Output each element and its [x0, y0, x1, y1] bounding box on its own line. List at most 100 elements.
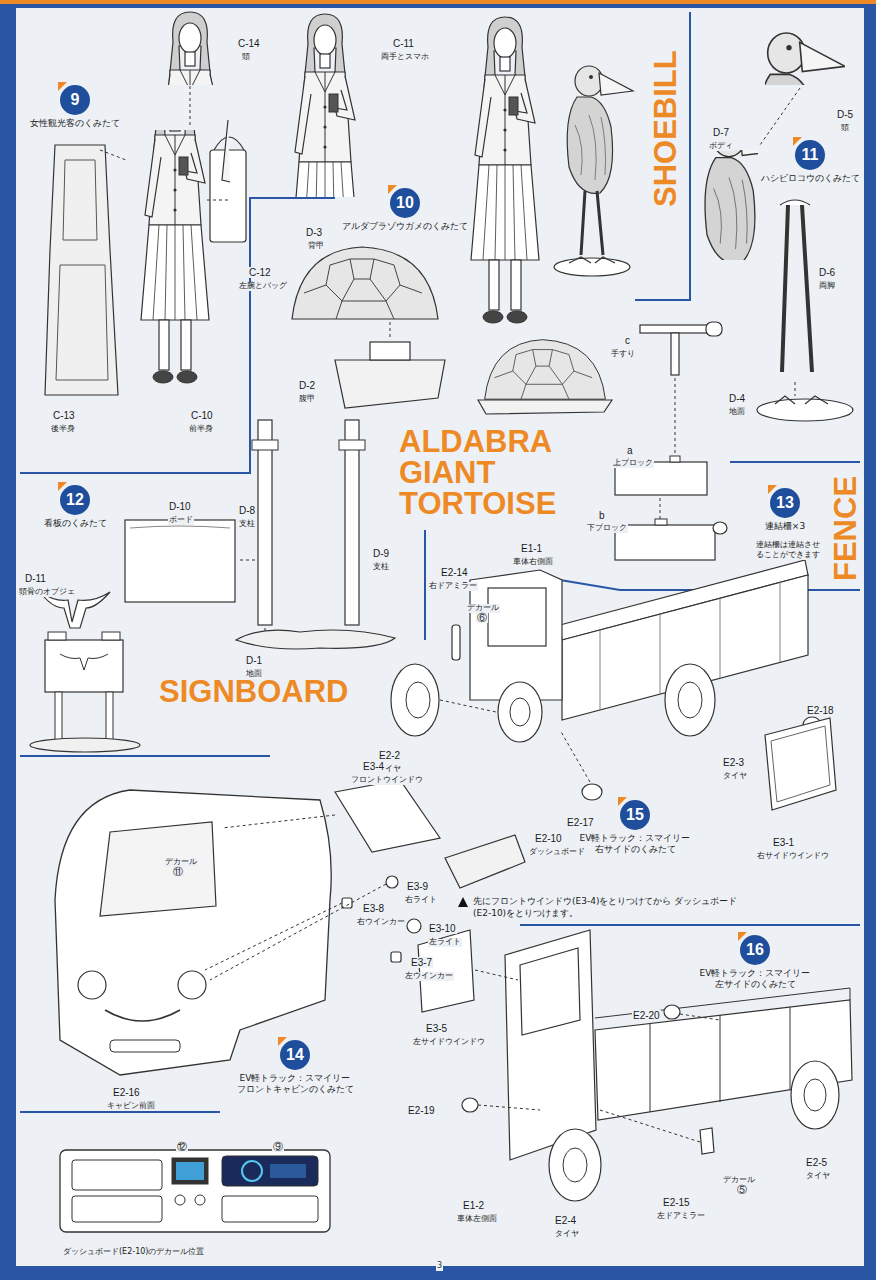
label-holder: E1-2 — [462, 1195, 485, 1213]
label-holder: デカール — [722, 1168, 756, 1186]
part-name: 支柱 — [372, 563, 390, 572]
part-name: キャビン前面 — [106, 1102, 156, 1111]
part-number: E3-8 — [362, 903, 385, 914]
part-name: 頭 — [241, 53, 251, 62]
part-name: 後半身 — [50, 425, 76, 434]
truck-right-side — [391, 560, 836, 810]
part-number: D-10 — [168, 501, 192, 512]
part-number: D-9 — [372, 548, 390, 559]
step-title: アルダブラゾウガメのくみたて — [342, 221, 468, 232]
page-number: 3 — [436, 1262, 443, 1271]
part-number: E3-7 — [410, 957, 433, 968]
part-name: 車体右側面 — [512, 558, 554, 567]
step-badge: 10アルダブラゾウガメのくみたて — [335, 188, 475, 232]
part-number: D-2 — [298, 380, 316, 391]
step-badge: 11ハシビロコウのくみたて — [758, 140, 862, 184]
step-title: 女性観光客のくみたて — [30, 118, 120, 129]
badge-corner — [278, 1037, 287, 1046]
label-holder: D-6 — [818, 262, 836, 280]
part-number: E2-16 — [112, 1087, 141, 1098]
part-number: ⑥ — [476, 612, 488, 623]
part-number: E1-2 — [462, 1200, 485, 1211]
badge-corner — [768, 485, 777, 494]
step-title: EV軽トラック：スマイリー 右サイドのくみたて — [570, 833, 700, 856]
label-holder: デカール — [164, 850, 198, 868]
part-number: E2-10 — [534, 833, 563, 844]
part-name: フロントウインドウ — [350, 776, 424, 785]
step-title: 連結柵×3 — [765, 521, 805, 532]
step-title: 看板のくみたて — [44, 518, 107, 529]
part-name: 左腕とバッグ — [238, 282, 288, 291]
section-heading: ALDABRA GIANT TORTOISE — [398, 426, 588, 519]
note-text: 先にフロントウインドウ(E3-4)をとりつけてから ダッシュボード(E2-10)… — [472, 896, 752, 919]
label-holder: C-14 — [237, 33, 261, 51]
step-title: ハシビロコウのくみたて — [761, 173, 860, 184]
label-holder: E3-7 — [410, 952, 433, 970]
label-holder: E2-10 — [534, 828, 563, 846]
part-number: E3-5 — [425, 1023, 448, 1034]
part-number: ⑤ — [736, 1184, 748, 1195]
part-name: 右サイドウインドウ — [756, 852, 830, 861]
label-holder: FENCE — [830, 475, 861, 582]
part-name: 車体左側面 — [456, 1215, 498, 1224]
part-name: 左ライト — [428, 938, 462, 947]
part-number: E2-5 — [805, 1157, 828, 1168]
part-number: E2-3 — [722, 757, 745, 768]
part-name: 頭 — [840, 124, 850, 133]
label-holder: E3-5 — [425, 1018, 448, 1036]
part-number: C-12 — [248, 267, 272, 278]
part-name: タイヤ — [554, 1230, 580, 1239]
part-name: 下ブロック — [586, 524, 628, 533]
label-holder: C-12 — [248, 262, 272, 280]
part-name: ボディ — [708, 142, 734, 151]
part-number: E3-4 — [362, 761, 385, 772]
part-number: ⑨ — [272, 1141, 284, 1152]
part-name: 地面 — [728, 408, 746, 417]
part-name: タイヤ — [722, 772, 748, 781]
part-name: 手すり — [610, 350, 636, 359]
label-holder: b — [598, 505, 606, 523]
note-text: 連結柵は連結させることができます — [755, 540, 825, 560]
part-number: E3-9 — [406, 881, 429, 892]
label-holder: E1-1 — [520, 538, 543, 556]
part-name: 右ドアミラー — [428, 582, 478, 591]
label-holder: E3-8 — [362, 898, 385, 916]
part-number: D-11 — [24, 573, 47, 584]
badge-corner — [58, 82, 67, 91]
part-number: C-14 — [237, 38, 261, 49]
part-number: b — [598, 510, 606, 521]
part-number: c — [624, 335, 631, 346]
label-holder: 3 — [436, 1254, 443, 1272]
tortoise-figure — [292, 247, 612, 414]
part-number: C-10 — [190, 410, 214, 421]
section-heading: SIGNBOARD — [158, 676, 349, 707]
label-holder: E2-18 — [806, 700, 835, 718]
label-holder: D-11 — [24, 568, 47, 586]
label-holder: D-5 — [836, 104, 854, 122]
part-number: D-1 — [245, 655, 263, 666]
step-title: EV軽トラック：スマイリー 左サイドのくみたて — [690, 968, 820, 991]
step-badge: 13連結柵×3 — [755, 488, 815, 532]
label-holder: デカール — [466, 596, 500, 614]
label-holder: E2-19 — [407, 1100, 436, 1118]
label-holder: 手すり — [610, 342, 636, 360]
part-number: E2-15 — [662, 1197, 691, 1208]
truck-front-cabin — [55, 780, 525, 1075]
label-holder: D-9 — [372, 543, 390, 561]
label-holder: E3-9 — [406, 876, 429, 894]
label-holder: ⑫ — [176, 1136, 188, 1154]
label-holder: a — [626, 440, 634, 458]
label-holder: 連結柵は連結させることができます — [755, 540, 825, 561]
step-badge: 12看板のくみたて — [35, 485, 115, 529]
label-holder: E3-10 — [428, 918, 457, 936]
label-holder: 先にフロントウインドウ(E3-4)をとりつけてから ダッシュボード(E2-10)… — [472, 896, 752, 919]
part-number: D-3 — [305, 227, 323, 238]
section-heading: FENCE — [830, 475, 861, 582]
label-holder: SHOEBILL — [650, 49, 681, 208]
badge-corner — [618, 797, 627, 806]
section-divider — [20, 12, 860, 1112]
part-number: C-13 — [52, 410, 76, 421]
signboard-figure — [30, 420, 395, 752]
label-holder: E2-4 — [554, 1210, 577, 1228]
